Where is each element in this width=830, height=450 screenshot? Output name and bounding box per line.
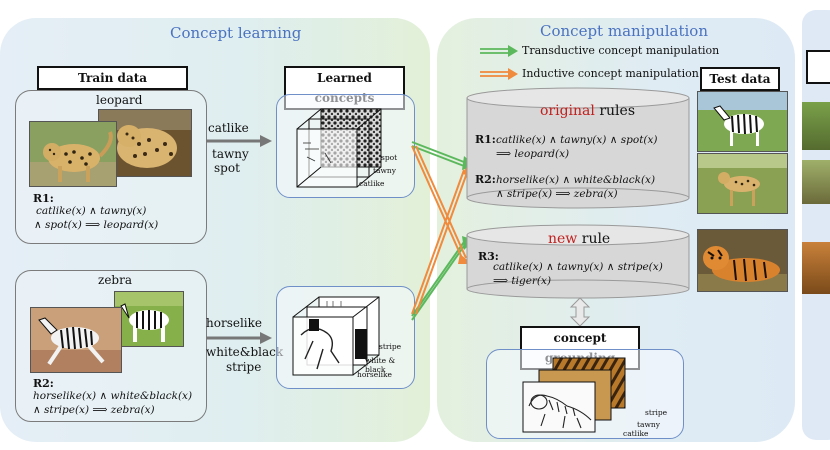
right-r3-line1: catlike(x) ∧ tawny(x) ∧ stripe(x) — [493, 261, 663, 273]
leopard-arrow — [206, 135, 272, 147]
original-rules-cylinder — [466, 87, 690, 209]
zebra-concept-cube — [292, 296, 380, 376]
green-legend-arrow — [480, 45, 518, 57]
test-data-label: Test data — [700, 67, 780, 91]
leopard-cube-label-spot: spot — [381, 153, 398, 162]
zebra-train-card: zebra R — [15, 270, 207, 422]
right-r3-id: R3: — [478, 250, 499, 263]
zebra-name: zebra — [98, 273, 132, 287]
legend-transductive: Transductive concept manipulation — [522, 44, 720, 57]
leopard-attr-spot: spot — [214, 161, 240, 175]
leopard-attr-catlike: catlike — [208, 121, 249, 135]
grounding-label-catlike: catlike — [623, 429, 649, 438]
rules-word: rules — [594, 103, 635, 119]
rule-r2-line1: horselike(x) ∧ white&black(x) — [33, 390, 193, 402]
grounding-cube — [522, 357, 626, 433]
orange-legend-arrow — [480, 68, 518, 80]
zebra-arrow — [206, 332, 272, 344]
right-r1-line1: catlike(x) ∧ tawny(x) ∧ spot(x) — [496, 134, 658, 146]
leopard-photo-1 — [29, 121, 117, 187]
zebra-concept-cube-box: stripe white & black horselike — [276, 286, 415, 389]
train-data-label: Train data — [37, 66, 188, 90]
new-word: new — [548, 231, 578, 247]
grounding-cube-box: stripe tawny catlike — [486, 349, 684, 439]
leopard-train-card: leopard — [15, 90, 207, 244]
concept-manipulation-title: Concept manipulation — [540, 22, 708, 40]
rule-r1-line1: catlike(x) ∧ tawny(x) — [36, 205, 147, 217]
right-r2-line1: horselike(x) ∧ white&black(x) — [496, 174, 656, 186]
rule-r2-id: R2: — [33, 377, 54, 390]
test-photo-cheetah — [697, 153, 788, 214]
leopard-name: leopard — [96, 93, 143, 107]
legend-inductive: Inductive concept manipulation — [522, 67, 699, 80]
grounding-link-arrow — [569, 297, 591, 327]
leopard-cube-label-tawny: tawny — [373, 166, 396, 175]
zebra-cube-label-whiteblack: white & black — [365, 356, 396, 374]
rule-r1-line2: ∧ spot(x) ⟹ leopard(x) — [34, 219, 159, 231]
grounding-label-tawny: tawny — [637, 420, 660, 429]
test-photo-tiger — [697, 229, 788, 292]
right-r1-id: R1: — [475, 133, 496, 146]
zebra-photo-1 — [30, 307, 122, 373]
original-word: original — [540, 103, 595, 119]
leopard-cube-label-catlike: catlike — [359, 179, 385, 188]
rule-r1-id: R1: — [33, 192, 54, 205]
leopard-photo-2 — [98, 109, 192, 177]
zebra-attr-stripe: stripe — [226, 360, 262, 374]
rule-word: rule — [577, 231, 611, 247]
new-rule-cylinder — [466, 224, 690, 299]
leopard-concept-cube-box: spot tawny catlike — [276, 94, 415, 198]
zebra-cube-label-stripe: stripe — [379, 342, 402, 351]
zebra-attr-whiteblack: white&black — [206, 345, 284, 359]
right-r3-line2: ⟹ tiger(x) — [493, 275, 552, 287]
leopard-attr-tawny: tawny — [212, 147, 249, 161]
new-rule-heading: new rule — [548, 231, 610, 247]
concept-learning-title: Concept learning — [170, 24, 302, 42]
zebra-cube-label-horselike: horselike — [357, 370, 392, 379]
right-r2-line2: ∧ stripe(x) ⟹ zebra(x) — [496, 188, 618, 200]
right-r1-line2: ⟹ leopard(x) — [496, 148, 570, 160]
next-panel-peek — [802, 10, 830, 440]
zebra-photo-2 — [114, 291, 184, 347]
rule-r2-line2: ∧ stripe(x) ⟹ zebra(x) — [33, 404, 155, 416]
leopard-concept-cube — [296, 108, 382, 188]
right-r2-id: R2: — [475, 173, 496, 186]
original-rules-heading: original rules — [540, 103, 635, 119]
zebra-attr-horselike: horselike — [206, 316, 262, 330]
test-photo-zebra — [697, 91, 788, 152]
grounding-label-stripe: stripe — [645, 408, 668, 417]
